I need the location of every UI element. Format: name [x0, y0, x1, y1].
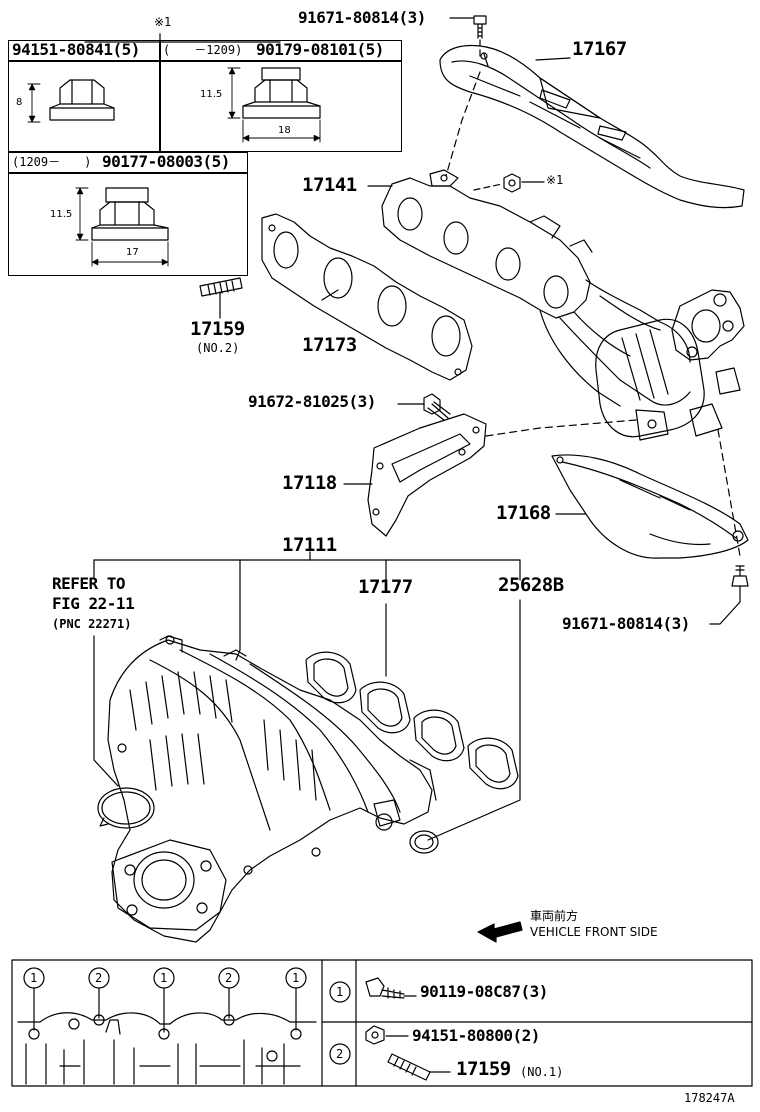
gasket-17173	[261, 213, 473, 381]
bracket-17118	[367, 413, 637, 537]
part-number: 90179-08101(5)	[256, 40, 384, 59]
leader-line	[321, 289, 339, 301]
gasket-25628B	[409, 830, 439, 854]
inset-header-line	[8, 60, 402, 62]
alignment-line	[445, 71, 481, 177]
legend-part-number: 90119-08C87(3)	[420, 982, 548, 1001]
heat-insulator-17167	[439, 44, 745, 209]
inset-header-line-2	[8, 172, 248, 174]
dimension-label: 11.5	[50, 209, 73, 220]
legend-box	[11, 959, 753, 1087]
part-sublabel: (NO.2)	[196, 341, 240, 355]
refer-text: REFER TO	[52, 574, 126, 593]
exhaust-manifold-17141	[381, 169, 745, 441]
leader-line	[535, 57, 571, 61]
inset-frame-bottom	[8, 152, 248, 276]
dimension-label: 11.5	[200, 89, 223, 100]
callout-number: 1	[160, 971, 168, 985]
stud-17159-no2	[199, 277, 243, 319]
legend-part-number: 94151-80800(2)	[412, 1026, 540, 1045]
callout-number: 2	[225, 971, 233, 985]
direction-label-jp: 車両前方	[530, 909, 579, 923]
leader-line	[93, 635, 119, 787]
intake-gasket-17177	[305, 651, 519, 790]
callout-number: 2	[95, 971, 103, 985]
bolt-91671-top	[449, 15, 487, 39]
intake-manifold-17111	[107, 635, 437, 943]
legend-item-number: 2	[336, 1047, 344, 1061]
part-label-17177: 17177	[358, 576, 413, 598]
part-number: 90177-08003(5)	[102, 152, 230, 171]
callout-number: 1	[292, 971, 300, 985]
part-label-91671-bottom: 91671-80814(3)	[562, 614, 690, 633]
flange-nut-drawing-3	[75, 187, 169, 267]
part-label-17159: 17159	[190, 318, 245, 340]
date-range: ( －1209)	[163, 43, 243, 57]
callout-number: 1	[30, 971, 38, 985]
inset-divider	[159, 40, 161, 152]
part-label-17173: 17173	[302, 334, 357, 356]
inset-frame-top	[8, 40, 402, 152]
dimension-label: 17	[126, 247, 139, 258]
mark-label: ※1	[154, 15, 172, 29]
leader-line	[427, 599, 521, 841]
part-label-91671-top: 91671-80814(3)	[298, 8, 426, 27]
legend-part-number: 17159	[456, 1058, 511, 1080]
legend-part-sublabel: (NO.1)	[520, 1065, 564, 1079]
direction-label-en: VEHICLE FRONT SIDE	[530, 925, 658, 939]
flange-nut-drawing-2	[227, 67, 321, 143]
date-range: (1209－ )	[12, 155, 92, 169]
part-label-17167: 17167	[572, 38, 627, 60]
heat-insulator-17168	[551, 429, 749, 559]
throttle-gasket-ring	[97, 787, 155, 829]
refer-text: (PNC 22271)	[52, 617, 132, 631]
bolt-91671-bottom	[709, 565, 749, 625]
part-label-25628B: 25628B	[498, 574, 564, 596]
part-label-17168: 17168	[496, 502, 551, 524]
dimension-label: 18	[278, 125, 291, 136]
part-label-17118: 17118	[282, 472, 337, 494]
legend-item-number: 1	[336, 985, 344, 999]
part-label-17141: 17141	[302, 174, 357, 196]
mark-label: ※1	[546, 173, 564, 187]
dimension-label: 8	[16, 97, 23, 108]
flange-nut-drawing-1	[27, 79, 115, 123]
nut-mark1	[473, 173, 545, 193]
figure-id: 178247A	[684, 1091, 735, 1105]
vehicle-front-arrow-icon	[477, 921, 523, 943]
leader-tree-17111	[93, 551, 521, 661]
part-number: 94151-80841(5)	[12, 40, 140, 59]
part-label-17111: 17111	[282, 534, 337, 556]
refer-text: FIG 22-11	[52, 594, 135, 613]
part-label-91672: 91672-81025(3)	[248, 392, 376, 411]
bolt-91672	[397, 393, 451, 421]
